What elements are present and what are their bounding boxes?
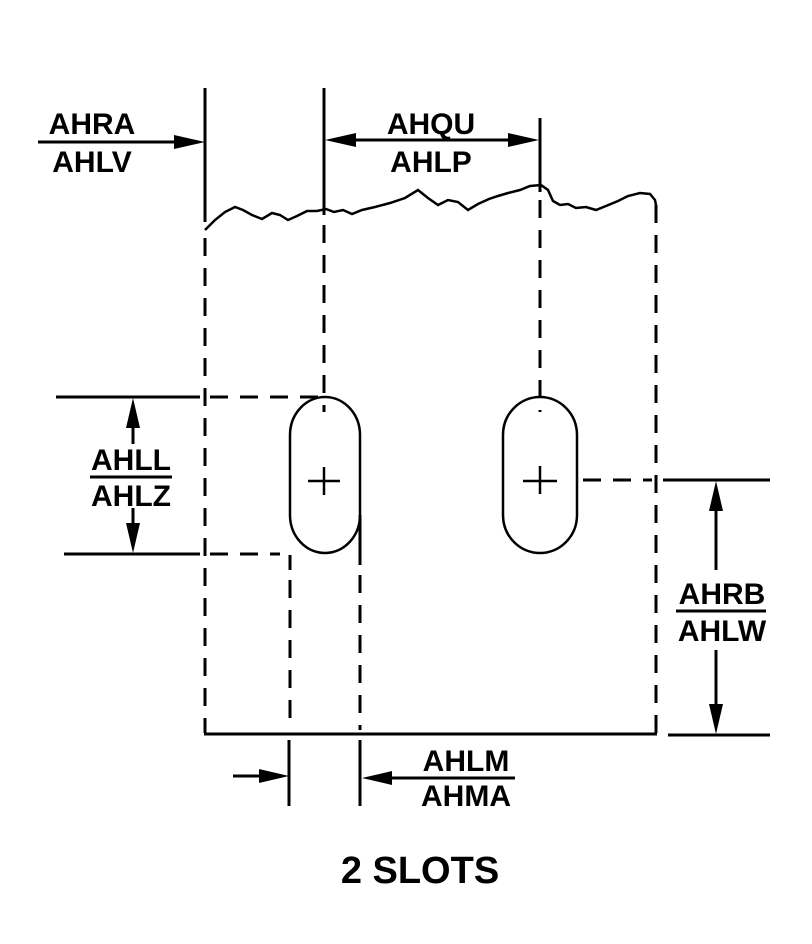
- drawing-caption: 2 SLOTS: [341, 850, 499, 892]
- center-height-label-bottom: AHLW: [678, 615, 767, 648]
- part-break-line: [204, 183, 658, 231]
- slot-width-arrowhead-right: [362, 771, 392, 785]
- slot-length-arrowhead-down: [126, 523, 140, 553]
- center-height-arrowhead-up: [709, 481, 723, 511]
- slot-width-label-top: AHLM: [423, 745, 510, 778]
- spacing-dim-arrowhead-right: [508, 133, 539, 147]
- center-height-arrowhead-down: [709, 704, 723, 734]
- slot-length-arrowhead-up: [126, 398, 140, 428]
- edge-dim-label-bottom: AHLV: [52, 146, 131, 179]
- spacing-dim-label-top: AHQU: [387, 108, 475, 141]
- edge-dim-label-top: AHRA: [49, 108, 136, 141]
- center-height-label-top: AHRB: [679, 578, 766, 611]
- slot-length-label-bottom: AHLZ: [91, 480, 171, 513]
- slot-width-arrowhead-left: [259, 769, 289, 783]
- slot-length-label-top: AHLL: [91, 444, 171, 477]
- spacing-dim-label-bottom: AHLP: [390, 146, 472, 179]
- spacing-dim-arrowhead-left: [325, 133, 356, 147]
- slot-2: [501, 395, 579, 555]
- edge-dim-arrowhead: [174, 135, 205, 149]
- slot-width-label-bottom: AHMA: [421, 780, 511, 813]
